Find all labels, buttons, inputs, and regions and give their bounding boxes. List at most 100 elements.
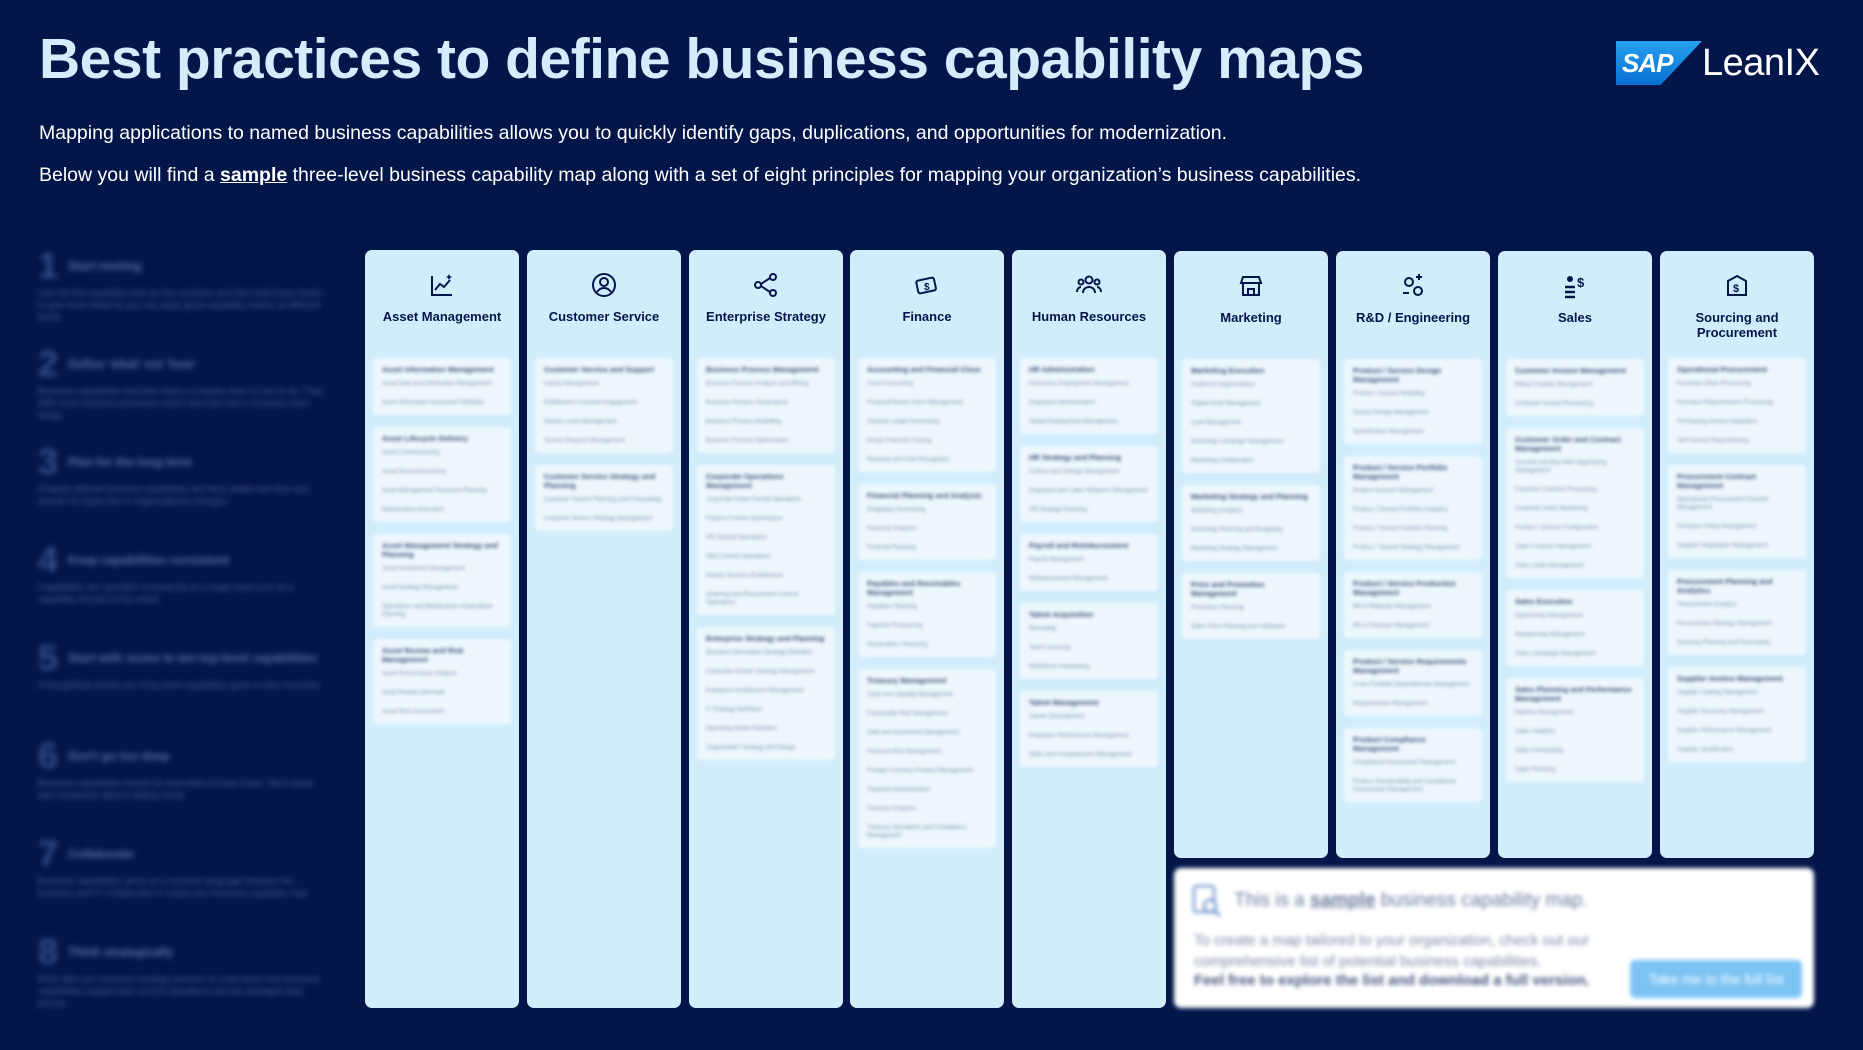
sample-headline-start: This is a [1234,890,1311,911]
full-list-button[interactable]: Take me to the full list [1630,960,1802,998]
principle-number: 2 [38,343,59,384]
capability-item: Asset Accounting [867,381,914,387]
capability-item: Maintenance Execution [382,507,445,513]
principle-number: 6 [38,735,59,776]
capability-heading: Payables and Receivables Management [867,579,961,597]
principle-title: Keep capabilities consistent [68,553,230,567]
capability-item: Billing Creation Management [1515,382,1593,388]
capability-heading: Operational Procurement [1677,365,1768,374]
sample-headline-link[interactable]: sample [1310,890,1376,911]
capability-item: Customer Invoice Processing [1515,401,1594,407]
capability-item: Business Process Analysis and Mining [706,381,809,387]
capability-item: Payment Administration [867,787,931,793]
capability-item: Sales Contract Management [1515,544,1592,550]
capability-item: Product / Service Portfolio Planning [1353,526,1448,532]
capability-item: Asset Review and Audit [382,690,446,696]
capability-item: Market Services Enablement [706,573,783,579]
sample-link[interactable]: sample [220,164,288,186]
capability-heading: Customer Order and Contract Management [1515,435,1621,453]
capability-card[interactable]: Sales Planning and Performance Managemen… [1506,678,1644,782]
capability-item: Career Development [1029,714,1085,720]
capability-item: Sourcing Planning and Forecasting [1677,640,1771,646]
capability-heading: Corporate Operations Management [706,472,784,490]
capability-item: Treasury Operations and Compliance Manag… [867,825,967,839]
capability-item: Marketing Campaign Management [1191,439,1284,445]
capability-item: Supplier Negotiation Management [1677,543,1768,549]
capability-item: Payroll Management [1029,557,1085,563]
capability-item: Audience Segmentation [1191,382,1255,388]
capability-item: Finance Format Governance [706,516,783,522]
capability-item: Opportunity Management [1515,613,1583,619]
principle-body: Business capabilities serve as a common … [38,876,310,898]
capability-item: Compliance Assessment Management [1353,760,1456,766]
principle-body: A thoughtfully limited set of top level … [38,680,322,690]
capability-item: Asset Data and Information Management [382,381,492,387]
capability-item: Product / Service Strategy Management [1353,545,1460,551]
capability-item: Product Sustainability and Compliance As… [1353,779,1456,793]
capability-item: Talent Sourcing [1029,645,1071,651]
column-title: Sourcing and Procurement [1695,310,1779,340]
capability-item: Purchase Policy Management [1677,524,1757,530]
capability-heading: HR Strategy and Planning [1029,453,1122,462]
sample-description: To create a map tailored to your organiz… [1194,932,1590,970]
capability-item: Payables Planning [867,604,917,610]
capability-item: Source Design Management [1353,410,1430,416]
capability-item: Requirements Management [1353,701,1428,707]
capability-item: Supplier Qualification [1677,747,1734,753]
intro-line-2-end: three-level business capability map alon… [287,164,1362,186]
principle-title: Define 'what' not 'how' [68,357,197,371]
capability-item: Marketing Planning and Budgeting [1191,527,1283,533]
capability-heading: Payroll and Reimbursement [1029,541,1129,550]
capability-card[interactable]: Product / Service Requirements Managemen… [1344,650,1482,716]
capability-heading: HR Administration [1029,365,1095,374]
principle-title: Collaborate [68,847,135,861]
principle-title: Start nesting [68,259,142,273]
capability-item: Product Account Management [1353,488,1434,494]
capability-item: Digital Asset Management [1191,401,1261,407]
